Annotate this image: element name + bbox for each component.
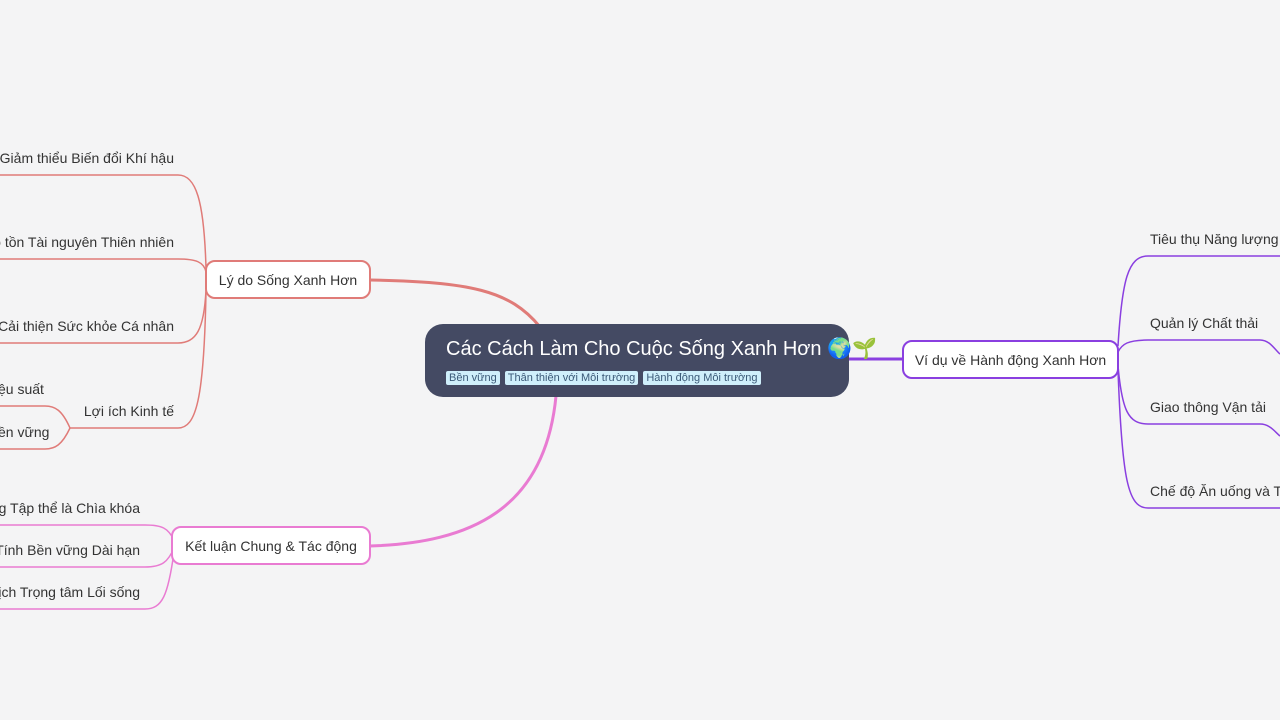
branch-examples-node[interactable]: Ví dụ về Hành động Xanh Hơn xyxy=(902,340,1119,379)
leaf-reason-economic[interactable]: Lợi ích Kinh tế xyxy=(83,403,174,419)
connector-example-2 xyxy=(1117,339,1280,355)
leaf-reason-resources[interactable]: ao tồn Tài nguyên Thiên nhiên xyxy=(0,234,174,250)
branch-conclusion-label: Kết luận Chung & Tác động xyxy=(185,537,357,554)
connector-reason-3 xyxy=(0,289,207,344)
connector-example-1 xyxy=(1117,255,1280,347)
leaf-example-energy[interactable]: Tiêu thụ Năng lượng xyxy=(1150,231,1279,247)
connector-reason-2 xyxy=(0,258,207,273)
leaf-reason-health[interactable]: Cải thiện Sức khỏe Cá nhân xyxy=(0,318,174,334)
leaf-example-waste[interactable]: Quản lý Chất thải xyxy=(1150,315,1259,331)
connector-reason-4 xyxy=(70,291,207,429)
connector-reason-1 xyxy=(0,174,207,269)
central-topic-title: Các Cách Làm Cho Cuộc Sống Xanh Hơn 🌍🌱 xyxy=(446,338,877,360)
tag-than-thien-moi-truong[interactable]: Thân thiện với Môi trường xyxy=(504,371,639,385)
leaf-example-transport[interactable]: Giao thông Vận tải xyxy=(1150,399,1266,415)
leaf-reason-climate[interactable]: Giảm thiểu Biến đổi Khí hậu xyxy=(0,150,174,166)
branch-reasons-label: Lý do Sống Xanh Hơn xyxy=(218,271,358,288)
connector-example-3 xyxy=(1117,365,1280,437)
leaf-reason-economic-sub-2[interactable]: ền vững xyxy=(0,424,50,440)
leaf-conclusion-lifestyle[interactable]: dịch Trọng tâm Lối sống xyxy=(0,584,140,600)
branch-examples-label: Ví dụ về Hành động Xanh Hơn xyxy=(914,351,1107,368)
connector-central-conclusion xyxy=(369,395,558,548)
leaf-conclusion-collective[interactable]: ộng Tập thể là Chìa khóa xyxy=(0,500,140,516)
leaf-conclusion-long-term[interactable]: Tính Bền vững Dài hạn xyxy=(0,542,140,558)
connector-conclusion-1 xyxy=(0,524,175,541)
leaf-reason-economic-sub-1[interactable]: ệu suất xyxy=(0,381,44,397)
tag-ben-vung[interactable]: Bền vững xyxy=(446,371,500,385)
tag-hanh-dong-moi-truong[interactable]: Hành động Môi trường xyxy=(643,371,761,385)
connector-central-reasons xyxy=(369,278,542,328)
leaf-example-diet[interactable]: Chế độ Ăn uống và Tiê xyxy=(1150,483,1280,499)
central-topic-node[interactable]: Các Cách Làm Cho Cuộc Sống Xanh Hơn 🌍🌱 B… xyxy=(425,324,877,397)
branch-conclusion-node[interactable]: Kết luận Chung & Tác động xyxy=(171,526,371,565)
branch-reasons-node[interactable]: Lý do Sống Xanh Hơn xyxy=(205,260,371,299)
connector-example-4 xyxy=(1117,369,1280,509)
central-topic-tags: Bền vững Thân thiện với Môi trường Hành … xyxy=(446,371,761,385)
connector-conclusion-3 xyxy=(0,551,175,610)
connector-reason-4-sub-2 xyxy=(0,427,71,450)
connector-reason-4-sub-1 xyxy=(0,405,71,429)
